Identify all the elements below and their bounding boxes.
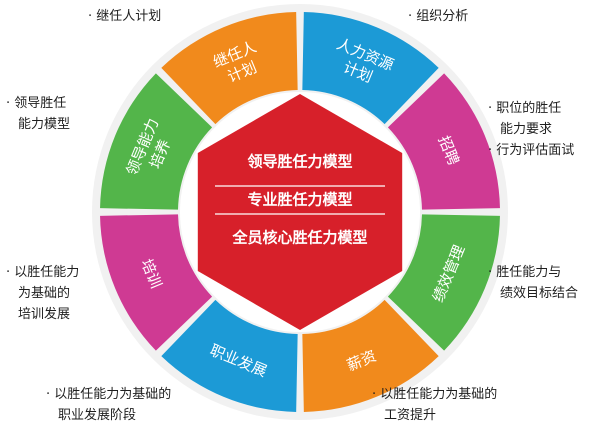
note-line: 职业发展阶段 [58, 408, 137, 423]
note-line: · 以胜任能力为基础的 [46, 387, 172, 402]
note-line: · 职位的胜任 [488, 101, 562, 116]
note-line: · 以胜任能力 [6, 265, 80, 280]
note-line: 能力要求 [500, 122, 553, 137]
note-career: · 以胜任能力为基础的 职业发展阶段 [46, 384, 171, 426]
note-line: · 以胜任能力为基础的 [372, 387, 498, 402]
note-performance: · 胜任能力与 绩效目标结合 [488, 262, 578, 304]
center-model-core: 全员核心胜任力模型 [231, 229, 367, 247]
ring-segment-training [100, 214, 213, 351]
ring-segment-comp [302, 299, 439, 412]
note-leader-model: · 领导胜任 能力模型 [6, 93, 70, 135]
note-compensation: · 以胜任能力为基础的 工资提升 [372, 384, 497, 426]
ring-segment-hr-plan [302, 12, 439, 125]
note-succession: · 继任人计划 [88, 6, 161, 27]
center-model-leadership: 领导胜任力模型 [246, 153, 352, 171]
note-org-analysis: · 组织分析 [408, 6, 468, 27]
note-recruit: · 职位的胜任 能力要求 · 行为评估面试 [488, 98, 574, 161]
note-line: · 胜任能力与 [488, 265, 562, 280]
note-line: 能力模型 [18, 117, 71, 132]
note-line: · 领导胜任 [6, 96, 67, 111]
note-line: · 行为评估面试 [488, 143, 575, 158]
ring-segment-career [161, 299, 298, 412]
note-line: · 继任人计划 [88, 9, 162, 24]
note-line: 工资提升 [384, 408, 437, 423]
note-line: · 组织分析 [408, 9, 469, 24]
note-line: 绩效目标结合 [500, 286, 579, 301]
ring-segment-leader-dev [100, 73, 213, 210]
center-model-professional: 专业胜任力模型 [247, 191, 352, 209]
center-hexagon [197, 94, 403, 330]
note-line: 培训发展 [18, 307, 71, 322]
note-training: · 以胜任能力 为基础的 培训发展 [6, 262, 79, 325]
ring-segment-succession [161, 12, 298, 125]
ring-segment-recruit [387, 73, 500, 210]
ring-segment-perf [387, 214, 500, 351]
note-line: 为基础的 [18, 286, 71, 301]
